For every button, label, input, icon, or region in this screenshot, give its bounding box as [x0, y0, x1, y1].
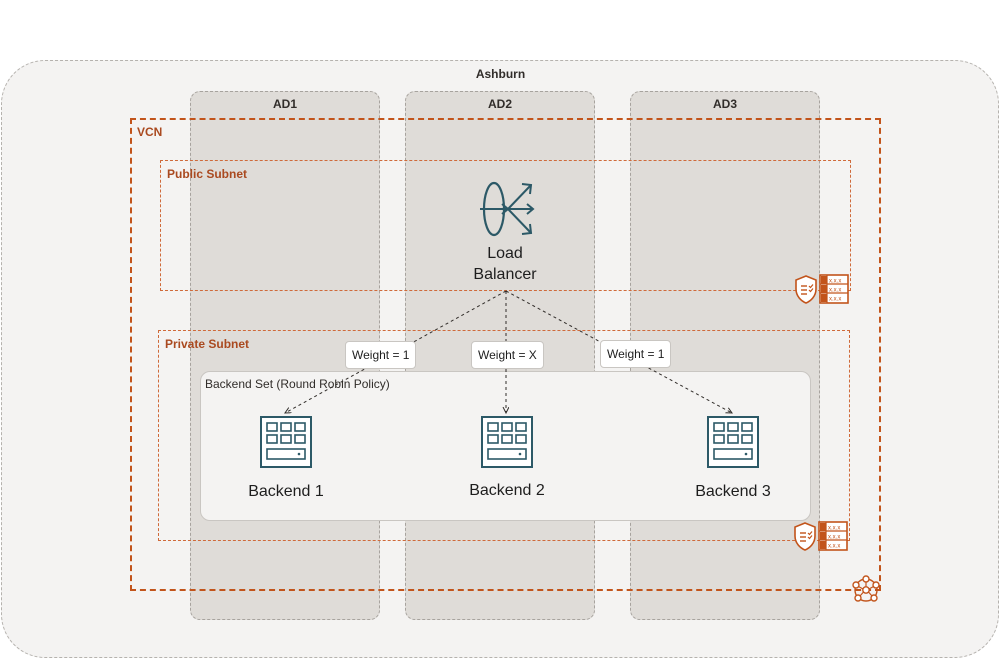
backend-1-label: Backend 1	[248, 483, 324, 500]
server-icon	[481, 416, 533, 468]
server-icon	[707, 416, 759, 468]
security-list-entry: x.x.x	[828, 526, 840, 532]
security-list-icon: x.x.x x.x.x x.x.x	[794, 521, 848, 551]
security-list-icon: x.x.x x.x.x x.x.x	[795, 274, 849, 304]
backend-2-label: Backend 2	[469, 482, 545, 499]
vcn-network-icon	[852, 575, 880, 602]
load-balancer-icon	[480, 181, 535, 237]
security-list-entry: x.x.x	[829, 279, 841, 285]
ad3-label: AD3	[712, 97, 737, 111]
public-subnet	[160, 160, 851, 291]
backend-set-label: Backend Set (Round Robin Policy)	[205, 377, 390, 391]
ad1-label: AD1	[272, 97, 297, 111]
security-list-entry: x.x.x	[829, 297, 841, 303]
private-subnet-label: Private Subnet	[165, 337, 250, 351]
ad2-label: AD2	[487, 97, 512, 111]
vcn-boundary	[130, 118, 881, 591]
vcn-label: VCN	[137, 125, 163, 139]
security-list-entry: x.x.x	[828, 544, 840, 550]
weight-label-backend2: Weight = X	[471, 341, 544, 369]
load-balancer-label-line2: Balancer	[473, 266, 537, 283]
security-list-entry: x.x.x	[828, 535, 840, 541]
weight-label-backend3: Weight = 1	[600, 340, 672, 368]
load-balancer-label-line1: Load	[487, 245, 523, 262]
load-balancer-label: Load Balancer	[455, 243, 555, 285]
private-subnet	[158, 330, 850, 541]
weight-label-backend1: Weight = 1	[345, 341, 417, 369]
region-label: Ashburn	[475, 67, 526, 81]
backend-3-label: Backend 3	[695, 483, 771, 500]
public-subnet-label: Public Subnet	[167, 167, 248, 181]
server-icon	[260, 416, 312, 468]
security-list-entry: x.x.x	[829, 288, 841, 294]
